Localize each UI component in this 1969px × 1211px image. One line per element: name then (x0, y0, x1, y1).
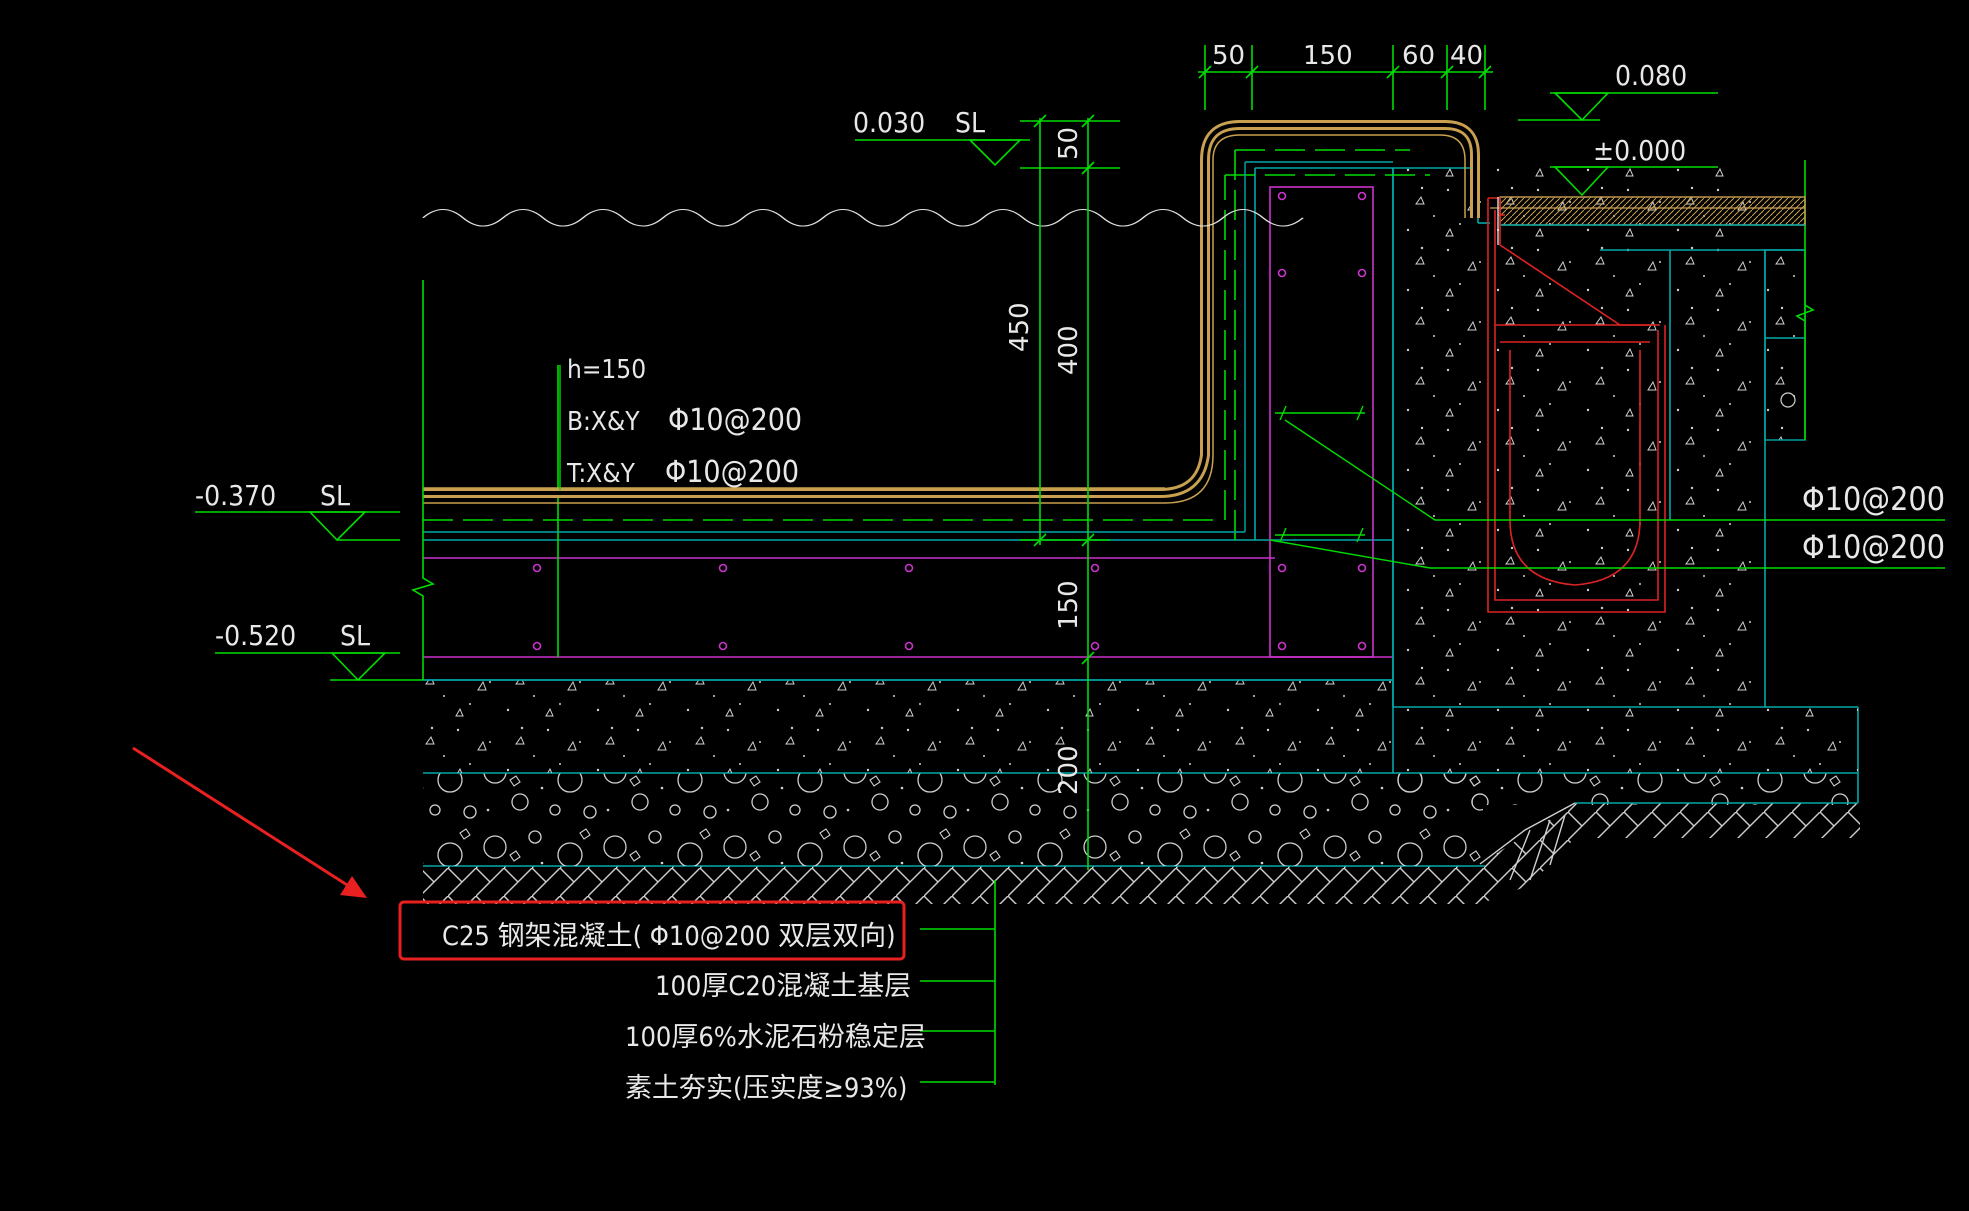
svg-text:SL: SL (955, 106, 985, 139)
rebar-leader-lines (1269, 419, 1945, 569)
svg-text:B:X&Y: B:X&Y (567, 407, 640, 437)
vertical-dimension-chains (920, 114, 1120, 1085)
dim-top-150: 150 (1303, 41, 1353, 71)
svg-text:SL: SL (340, 619, 370, 652)
legend-c25-concrete: C25 钢架混凝土( Φ10@200 双层双向) (442, 921, 896, 952)
legend-c20-base: 100厚C20混凝土基层 (655, 971, 911, 1002)
pointer-arrow (132, 746, 367, 898)
structural-slab (423, 149, 1410, 681)
svg-text:Φ10@200: Φ10@200 (668, 403, 802, 438)
svg-text:-0.370: -0.370 (195, 479, 276, 512)
water-surface-wave (422, 209, 1304, 227)
dim-top-40: 40 (1450, 41, 1483, 71)
deck-paving (1490, 196, 1806, 226)
dim-vert-450: 450 (1005, 302, 1035, 352)
dim-top-60: 60 (1402, 41, 1435, 71)
layer-legend: C25 钢架混凝土( Φ10@200 双层双向) 100厚C20混凝土基层 10… (442, 921, 926, 1104)
linear-drain-channel (1487, 197, 1666, 613)
wall-rebar-label-2: Φ10@200 (1802, 528, 1945, 566)
drain-concrete-block (1392, 160, 1815, 707)
pool-tile-finish (423, 120, 1480, 533)
elevation-marker-ground-zero: ±0.000 (1550, 134, 1718, 197)
svg-text:Φ10@200: Φ10@200 (665, 455, 799, 490)
dim-top-50: 50 (1212, 41, 1245, 71)
dim-vert-150: 150 (1054, 580, 1084, 630)
elevation-marker-slab-bottom: -0.520 SL (215, 619, 423, 682)
highlight-box (398, 900, 906, 961)
top-dimension-chain (1198, 45, 1493, 110)
svg-text:-0.520: -0.520 (215, 619, 296, 652)
left-break-line (411, 280, 435, 680)
svg-text:h=150: h=150 (567, 355, 646, 385)
dim-vert-200: 200 (1054, 745, 1084, 795)
dim-vert-400: 400 (1054, 325, 1084, 375)
svg-text:±0.000: ±0.000 (1593, 134, 1686, 167)
elevation-marker-deck-top: 0.080 (1518, 59, 1718, 122)
svg-text:SL: SL (320, 479, 350, 512)
elevation-marker-pool-top: 0.030 SL (853, 106, 1030, 167)
slab-reinforcement-note: h=150 B:X&Y Φ10@200 T:X&Y Φ10@200 (559, 355, 802, 490)
legend-stabilized-layer: 100厚6%水泥石粉稳定层 (625, 1022, 926, 1053)
dim-vert-50: 50 (1054, 127, 1084, 160)
svg-text:T:X&Y: T:X&Y (566, 459, 636, 489)
elevation-marker-pool-floor: -0.370 SL (195, 479, 400, 542)
svg-text:0.080: 0.080 (1615, 59, 1687, 92)
wall-rebar-label-1: Φ10@200 (1802, 480, 1945, 518)
legend-compacted-soil: 素土夯实(压实度≥93%) (625, 1073, 907, 1104)
svg-text:0.030: 0.030 (853, 106, 925, 139)
